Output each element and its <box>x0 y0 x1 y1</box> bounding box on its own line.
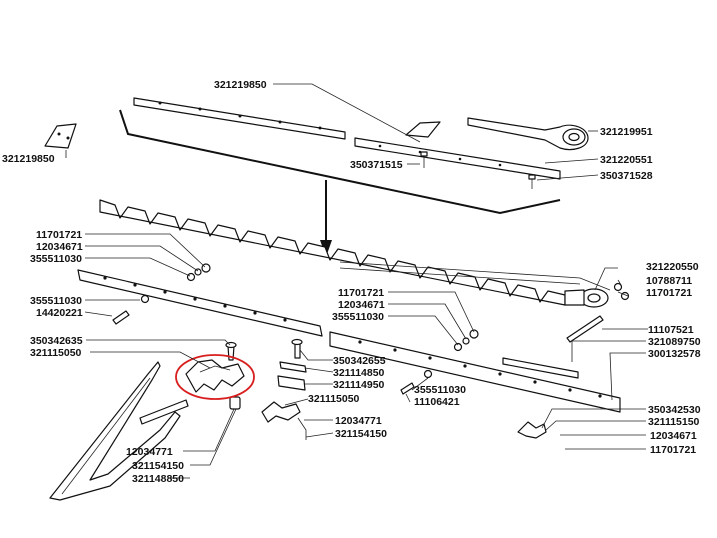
small-plate-part <box>405 121 441 138</box>
part-number-label: 11701721 <box>646 287 692 299</box>
part-number-label: 11701721 <box>36 229 82 241</box>
right-bar-part <box>329 331 621 413</box>
part-number-label: 14420221 <box>36 307 83 319</box>
part-labels: 321219850 321219850 321219951 350371515 … <box>2 79 701 485</box>
divider-part <box>49 361 181 501</box>
part-number-label: 350342530 <box>648 404 701 416</box>
connecting-strip-part <box>354 137 561 180</box>
left-bar-part <box>77 269 323 337</box>
part-number-label: 350342635 <box>30 335 83 347</box>
guard-part <box>185 359 245 393</box>
part-number-label: 350371528 <box>600 170 653 182</box>
part-number-label: 11701721 <box>650 444 696 456</box>
highlight-ring <box>175 354 255 400</box>
clamp-part <box>277 375 306 391</box>
part-number-label: 12034671 <box>338 299 385 311</box>
part-number-label: 321148850 <box>132 473 184 485</box>
part-number-label: 12034771 <box>335 415 382 427</box>
plate-part <box>502 357 579 379</box>
part-number-label: 300132578 <box>648 348 701 360</box>
part-number-label: 321154150 <box>335 428 387 440</box>
part-number-label: 321114850 <box>333 367 385 379</box>
part-number-label: 321220551 <box>600 154 653 166</box>
part-number-label: 12034771 <box>126 446 173 458</box>
divider-bracket-part <box>139 399 189 425</box>
right-finger-bar <box>329 329 621 413</box>
part-number-label: 321114950 <box>333 379 385 391</box>
long-bolt-part <box>566 315 604 343</box>
part-number-label: 355511030 <box>30 253 82 265</box>
part-number-label: 355511030 <box>30 295 82 307</box>
triangle-plate-part <box>44 123 77 149</box>
top-strip-part <box>133 97 346 140</box>
washer-part <box>613 282 623 292</box>
clip-part <box>279 361 307 373</box>
knife-teeth-part <box>99 199 566 306</box>
part-number-label: 321220550 <box>646 261 699 273</box>
guard-right-part <box>517 421 547 439</box>
knife-clamp <box>564 282 630 343</box>
part-number-label: 11701721 <box>338 287 384 299</box>
part-number-label: 321115050 <box>30 347 82 359</box>
part-number-label: 355511030 <box>414 384 466 396</box>
part-number-label: 350371515 <box>350 159 403 171</box>
bolt-part-2 <box>294 342 301 359</box>
part-number-label: 11106421 <box>414 396 460 408</box>
left-finger-bar <box>77 263 323 337</box>
upper-assembly <box>44 97 589 215</box>
part-number-label: 321219850 <box>2 153 55 165</box>
divider-assembly <box>49 361 189 501</box>
frame-outline <box>119 109 561 215</box>
knife-head-yoke-part <box>467 117 589 151</box>
part-number-label: 350342655 <box>333 355 386 367</box>
part-number-label: 321154150 <box>132 460 184 472</box>
part-number-label: 10788711 <box>646 275 692 287</box>
part-number-label: 321219951 <box>600 126 653 138</box>
leader-lines <box>65 83 648 479</box>
part-number-label: 321115050 <box>308 393 360 405</box>
part-number-label: 355511030 <box>332 311 384 323</box>
part-number-label: 321089750 <box>648 336 701 348</box>
sleeve-part <box>229 396 241 410</box>
part-number-label: 11107521 <box>648 324 694 336</box>
guard-small-part <box>261 401 301 423</box>
part-number-label: 321219850 <box>214 79 267 91</box>
part-number-label: 321115150 <box>648 416 700 428</box>
part-number-label: 12034671 <box>650 430 697 442</box>
knife-blade-section <box>99 199 611 306</box>
center-guard-parts <box>185 338 547 440</box>
part-number-label: 12034671 <box>36 241 83 253</box>
